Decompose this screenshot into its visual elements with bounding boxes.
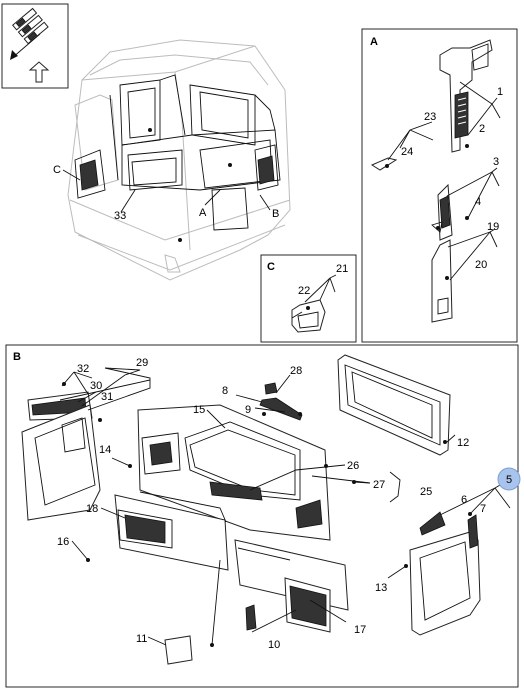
callout-22: 22 (298, 285, 310, 297)
callout-14: 14 (99, 444, 111, 456)
callout-16: 16 (57, 536, 69, 548)
callout-3: 3 (493, 156, 499, 168)
callout-31: 31 (101, 391, 113, 403)
callout-20: 20 (475, 259, 487, 271)
callout-4: 4 (475, 196, 481, 208)
cab-illustration (67, 39, 291, 281)
panel-a: A (361, 28, 518, 343)
callout-19: 19 (487, 221, 499, 233)
cab-callout-33: 33 (114, 210, 126, 222)
callout-15: 15 (193, 404, 205, 416)
callout-13: 13 (375, 582, 387, 594)
callout-2: 2 (479, 123, 485, 135)
callout-25: 25 (420, 486, 432, 498)
panel-b-callout-leaders (59, 367, 511, 646)
panel-c-callout-leaders (304, 274, 337, 303)
callout-23: 23 (424, 111, 436, 123)
highlight-badge[interactable]: 5 (497, 467, 521, 491)
callout-24: 24 (401, 146, 413, 158)
callout-12: 12 (457, 437, 469, 449)
callout-17: 17 (354, 624, 366, 636)
callout-30: 30 (90, 380, 102, 392)
callout-9: 9 (245, 404, 251, 416)
callout-7: 7 (480, 503, 486, 515)
panel-a-callout-leaders (387, 81, 501, 281)
panel-b-label: B (13, 351, 21, 363)
cab-callout-b: B (272, 208, 279, 220)
panel-c-label: C (267, 261, 275, 273)
callout-1: 1 (497, 86, 503, 98)
callout-6: 6 (461, 494, 467, 506)
callout-21: 21 (336, 263, 348, 275)
callout-18: 18 (86, 503, 98, 515)
callout-28: 28 (290, 365, 302, 377)
cab-callout-leaders (62, 169, 271, 213)
callout-32: 32 (77, 363, 89, 375)
callout-10: 10 (268, 639, 280, 651)
cab-callout-a: A (199, 207, 207, 219)
callout-11: 11 (136, 633, 147, 645)
callout-29: 29 (136, 357, 148, 369)
callout-27: 27 (373, 479, 385, 491)
callout-8: 8 (222, 385, 228, 397)
panel-a-label: A (370, 36, 378, 48)
view-orientation-icon (1, 3, 69, 89)
panel-c: C (260, 254, 357, 343)
highlight-badge-label: 5 (506, 474, 512, 486)
callout-26: 26 (347, 460, 359, 472)
cab-callout-c: C (53, 164, 61, 176)
panel-b: B (5, 344, 519, 688)
